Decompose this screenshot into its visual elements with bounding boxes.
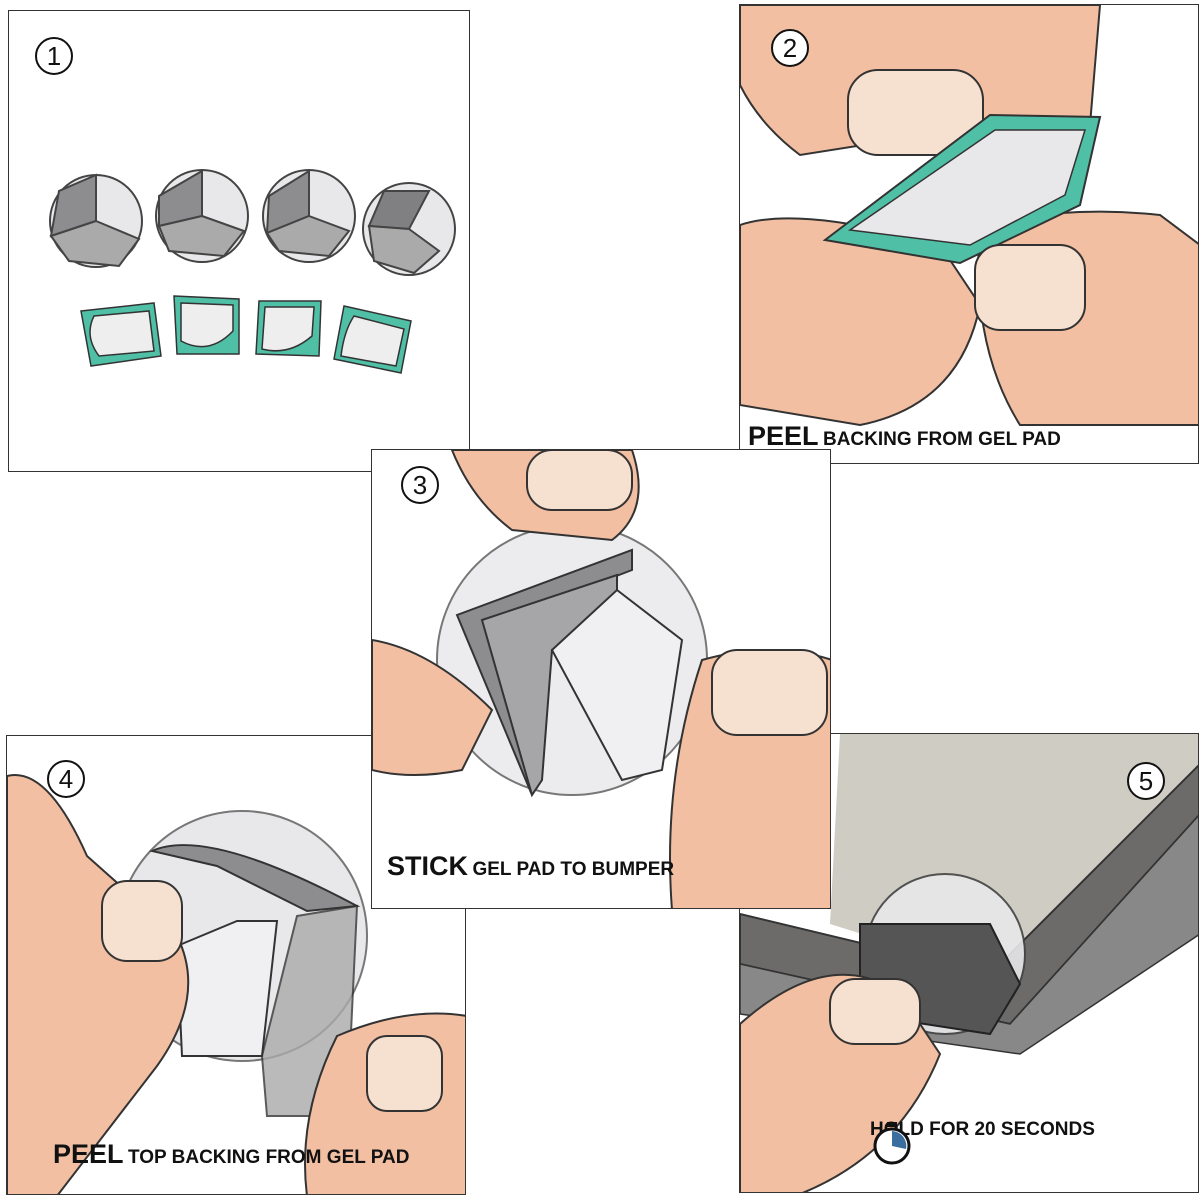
bumpers-and-gel-pads-illustration <box>49 169 456 374</box>
peel-top-backing-illustration <box>7 774 465 1194</box>
step-number: 2 <box>771 29 809 67</box>
step-caption: PEEL TOP BACKING FROM GEL PAD <box>53 1139 410 1169</box>
step-caption: HOLD FOR 20 SECONDS <box>870 1119 1095 1165</box>
hold-bumper-illustration <box>740 734 1198 1192</box>
step-caption: PEEL BACKING FROM GEL PAD <box>748 421 1061 451</box>
step-2-panel: 2 PEEL BACKING FROM GEL PAD <box>739 4 1199 464</box>
step-number: 1 <box>35 37 73 75</box>
step-caption: STICK GEL PAD TO BUMPER <box>387 851 675 881</box>
step-number: 5 <box>1127 762 1165 800</box>
step-4-panel: 4 PEEL TOP BACKING FROM GEL PAD <box>6 735 466 1195</box>
stick-gel-pad-illustration <box>372 450 830 908</box>
peel-backing-illustration <box>740 5 1198 427</box>
step-number: 4 <box>47 760 85 798</box>
stopwatch-icon <box>873 1122 911 1165</box>
step-1-panel: 1 <box>8 10 470 472</box>
step-3-panel: 3 STICK GEL PAD TO BUMPER <box>371 449 831 909</box>
step-number: 3 <box>401 466 439 504</box>
